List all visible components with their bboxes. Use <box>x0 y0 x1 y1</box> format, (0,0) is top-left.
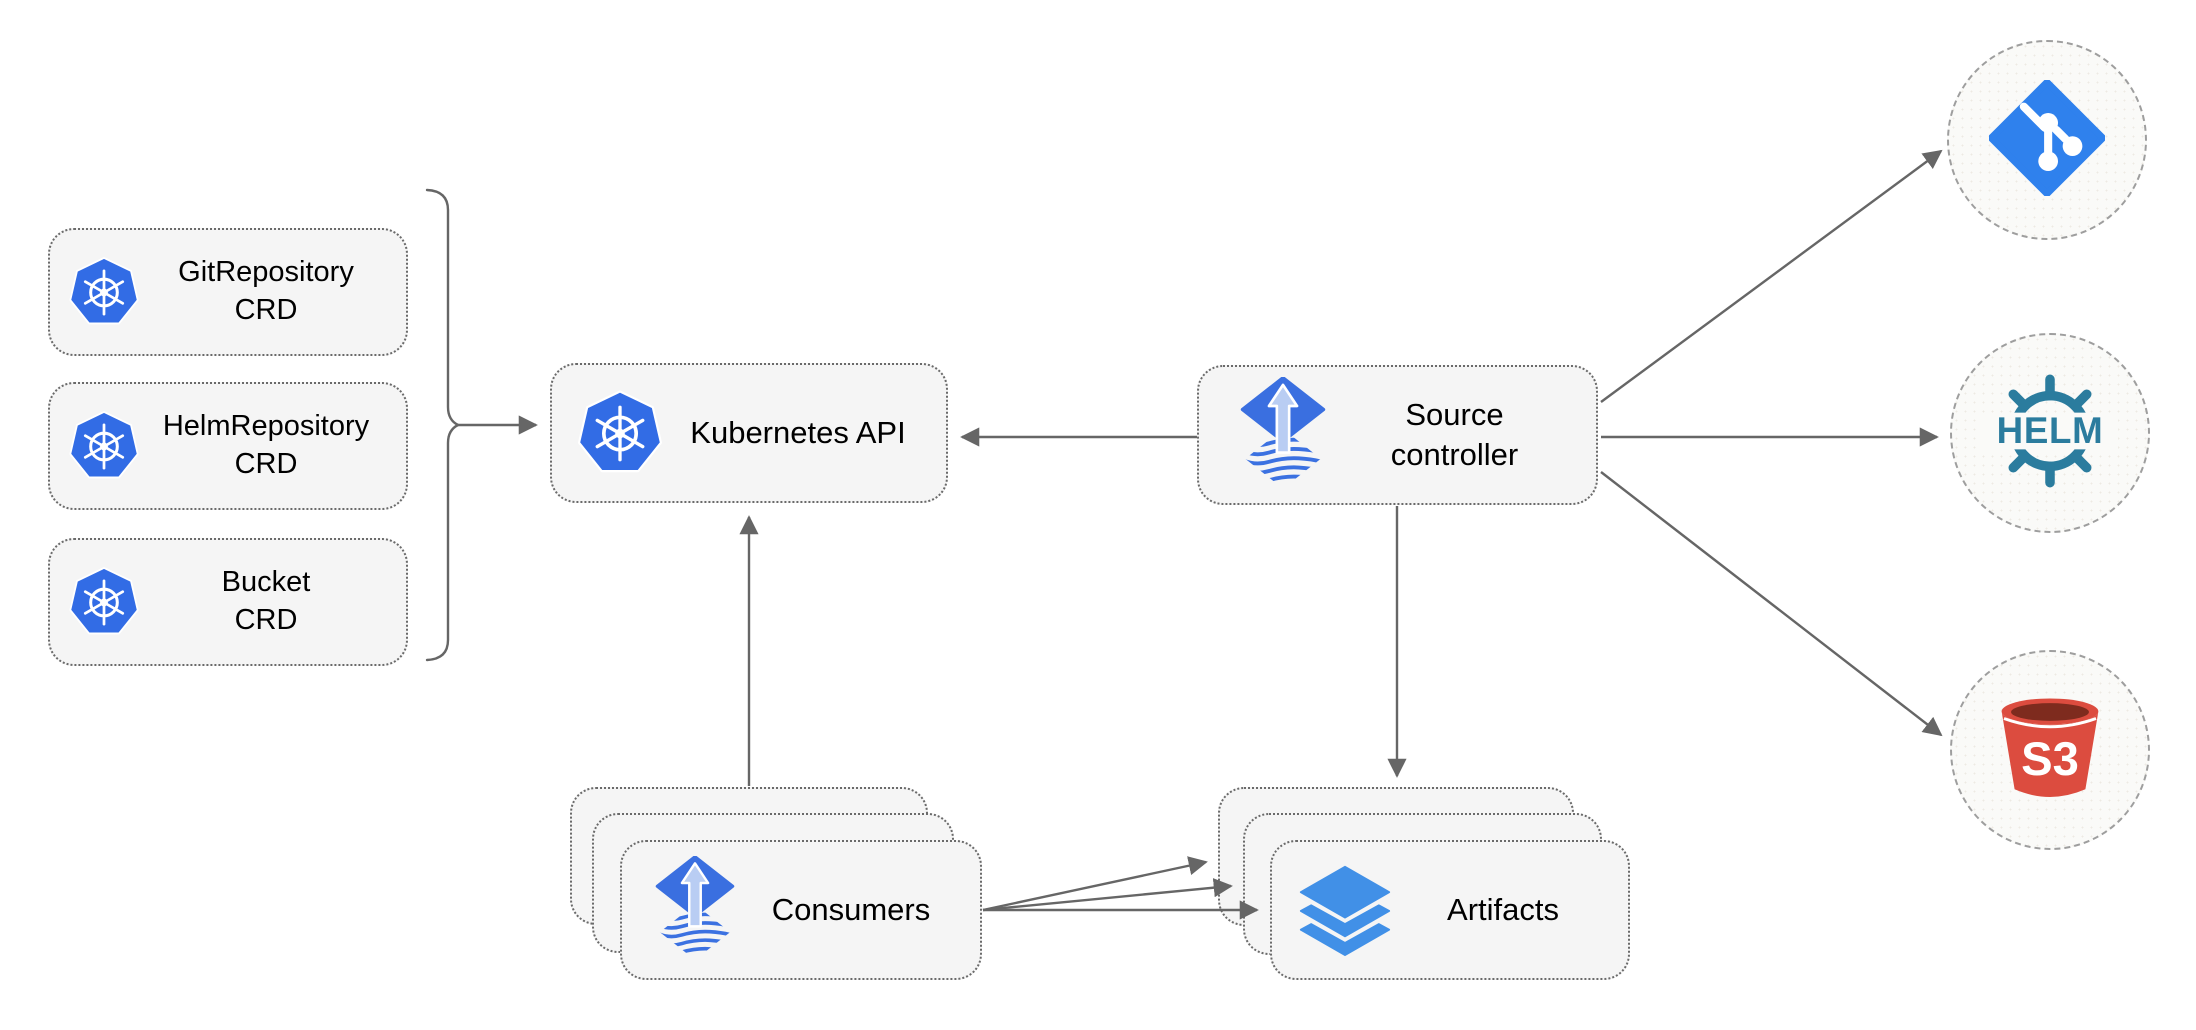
s3-wordmark: S3 <box>2021 733 2079 786</box>
helm-icon: HELM <box>1982 363 2118 504</box>
git-icon <box>1987 78 2107 201</box>
node-label: Kubernetes API <box>690 414 906 450</box>
artifacts-node: Artifacts <box>1270 840 1630 980</box>
bucket-crd-node: Bucket CRD <box>48 538 408 666</box>
node-label: Source controller <box>1390 396 1519 472</box>
s3-source-node: S3 <box>1950 650 2150 850</box>
arrow-consumers-to-artifacts-back <box>982 856 1208 912</box>
node-label: HelmRepository CRD <box>162 410 370 480</box>
helm-source-node: HELM <box>1950 333 2150 533</box>
flux-icon <box>1239 377 1327 493</box>
node-label: GitRepository CRD <box>178 256 354 326</box>
kubernetes-icon <box>68 565 140 640</box>
node-label: Artifacts <box>1447 891 1559 927</box>
arrow-source-to-s3 <box>1600 471 1943 737</box>
kubernetes-icon <box>68 255 140 330</box>
arrow-source-to-git <box>1600 149 1943 403</box>
kubernetes-api-node: Kubernetes API <box>550 363 948 503</box>
git-source-node <box>1947 40 2147 240</box>
kubernetes-icon <box>68 409 140 484</box>
helm-wordmark: HELM <box>1997 410 2104 451</box>
source-controller-node: Source controller <box>1197 365 1598 505</box>
helmrepository-crd-node: HelmRepository CRD <box>48 382 408 510</box>
layers-icon <box>1298 863 1392 957</box>
node-label: Bucket CRD <box>221 566 311 636</box>
crd-group-bracket <box>425 188 461 662</box>
s3-bucket-icon: S3 <box>1991 689 2109 812</box>
kubernetes-icon <box>576 388 664 479</box>
flux-icon <box>654 856 736 964</box>
arrow-consumers-to-artifacts-middle <box>982 878 1233 912</box>
gitrepository-crd-node: GitRepository CRD <box>48 228 408 356</box>
consumers-node: Consumers <box>620 840 982 980</box>
node-label: Consumers <box>771 891 931 927</box>
